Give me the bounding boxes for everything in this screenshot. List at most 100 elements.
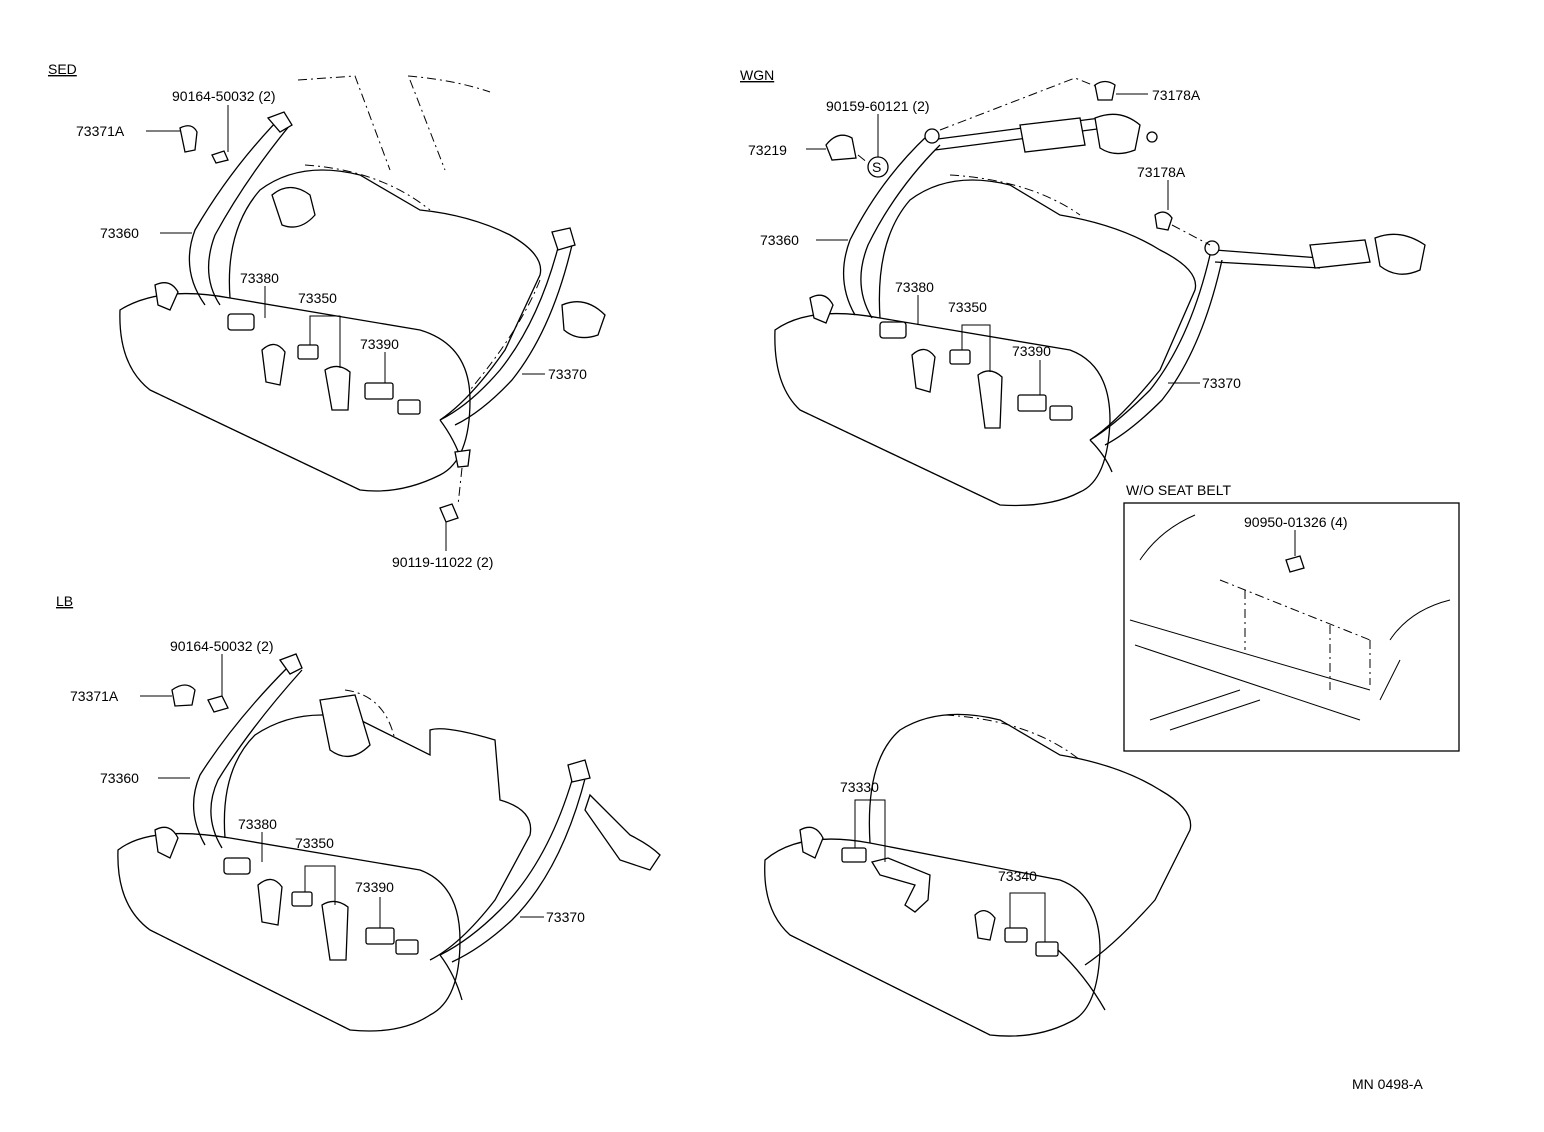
label-lb-73350: 73350 bbox=[295, 835, 334, 851]
wgn-clip-dash bbox=[1171, 224, 1211, 246]
wgn-right-guide bbox=[1309, 239, 1371, 269]
wgn-left-floor-anchor bbox=[809, 294, 834, 324]
lap-back-top bbox=[944, 714, 1081, 761]
label-lb-73370: 73370 bbox=[546, 909, 585, 925]
label-90950-01326: 90950-01326 (4) bbox=[1244, 514, 1348, 530]
sed-buckle-73380-base bbox=[261, 343, 286, 386]
sed-left-anchor bbox=[266, 111, 293, 133]
sed-right-floor-anchor bbox=[454, 449, 471, 468]
wgn-seat-cushion bbox=[774, 312, 1111, 507]
label-90119-11022: 90119-11022 (2) bbox=[392, 554, 493, 570]
lap-buckle-73340 bbox=[1004, 927, 1028, 943]
label-90159-60121: 90159-60121 (2) bbox=[826, 98, 930, 114]
wgn-tongue bbox=[1049, 405, 1073, 421]
sed-bolt-bottom-leader bbox=[457, 467, 463, 506]
wgn-bolt-marker-letter: S bbox=[872, 159, 881, 175]
label-73178a-top: 73178A bbox=[1152, 87, 1201, 103]
sed-seat-cushion bbox=[119, 292, 471, 492]
lb-leader-buckle-b bbox=[304, 865, 336, 905]
lb-right-belt-2 bbox=[451, 774, 587, 963]
wgn-buckle-73380 bbox=[879, 321, 907, 339]
lb-buckle-73380-base bbox=[257, 878, 283, 926]
lap-buckle-73330-belt bbox=[870, 857, 931, 913]
inset-floor-lines-2 bbox=[1379, 599, 1451, 701]
sed-left-floor-anchor bbox=[154, 282, 179, 311]
section-label-sed: SED bbox=[48, 61, 77, 77]
wgn-cover-73219 bbox=[825, 134, 857, 161]
wgn-upper-retractor-pin bbox=[1146, 131, 1158, 143]
sed-seat-back bbox=[228, 169, 542, 421]
lap-seat-back bbox=[868, 713, 1192, 966]
wgn-cover-dash bbox=[857, 154, 869, 164]
sed-window-line-2 bbox=[407, 75, 491, 171]
lb-assembly: LB 9 bbox=[56, 593, 661, 1032]
lb-headrest-line bbox=[344, 689, 396, 741]
wgn-right-belt bbox=[1089, 254, 1211, 441]
lb-left-retractor bbox=[319, 694, 371, 757]
inset-bolt-dash bbox=[1219, 579, 1371, 690]
sed-buckle-73350 bbox=[297, 344, 319, 360]
section-label-wgn: WGN bbox=[740, 67, 774, 83]
lb-right-belt bbox=[439, 769, 576, 956]
inset-bolt bbox=[1285, 555, 1305, 573]
lb-right-retractor bbox=[584, 793, 661, 871]
sed-left-retractor bbox=[271, 186, 316, 228]
label-wgn-73360: 73360 bbox=[760, 232, 799, 248]
label-73370: 73370 bbox=[548, 366, 587, 382]
lb-buckle-73380 bbox=[223, 857, 251, 875]
label-73340: 73340 bbox=[998, 868, 1037, 884]
label-73371a: 73371A bbox=[76, 123, 125, 139]
sed-right-retractor bbox=[561, 301, 606, 339]
sed-buckle-73380 bbox=[227, 313, 255, 331]
wgn-leader-buckle-b bbox=[961, 324, 991, 372]
wgn-right-tail bbox=[1089, 439, 1113, 473]
wgn-buckle-73390 bbox=[1017, 394, 1047, 412]
label-wgn-73370: 73370 bbox=[1202, 375, 1241, 391]
wo-belt-lap-assembly: 73330 73340 bbox=[764, 713, 1192, 1037]
wgn-left-anchor bbox=[924, 128, 940, 144]
label-wgn-73350: 73350 bbox=[948, 299, 987, 315]
sed-cover-73371a bbox=[179, 125, 198, 153]
label-90164-50032: 90164-50032 (2) bbox=[172, 88, 276, 104]
sed-buckle-73390 bbox=[364, 382, 394, 400]
lap-buckle-73330 bbox=[841, 847, 867, 863]
lap-buckle-73340-anchor bbox=[974, 910, 996, 941]
wgn-right-retractor bbox=[1374, 233, 1426, 275]
wgn-buckle-73380-base bbox=[911, 348, 936, 393]
sed-window-line bbox=[297, 75, 391, 171]
label-73380: 73380 bbox=[240, 270, 279, 286]
inset-frame bbox=[1123, 502, 1460, 752]
lb-seat-cushion bbox=[117, 832, 461, 1032]
wgn-back-top bbox=[949, 174, 1081, 216]
wgn-right-belt-2 bbox=[1104, 259, 1223, 446]
wgn-buckle-73350-base bbox=[977, 370, 1003, 429]
sed-right-anchor bbox=[551, 227, 576, 251]
label-73219: 73219 bbox=[748, 142, 787, 158]
lap-left-floor-anchor bbox=[799, 826, 824, 859]
lb-left-anchor bbox=[278, 653, 303, 675]
sed-assembly: SED bbox=[48, 61, 606, 570]
lap-tongue bbox=[1035, 941, 1059, 957]
wgn-cushion-edge bbox=[799, 409, 1001, 506]
sed-back-top bbox=[304, 164, 431, 211]
label-73390: 73390 bbox=[360, 336, 399, 352]
wgn-left-belt bbox=[842, 134, 929, 316]
wgn-clip-73178a-right bbox=[1154, 211, 1173, 231]
sed-cushion-edge bbox=[149, 389, 361, 491]
lb-bolt-top bbox=[207, 695, 229, 713]
section-label-lb: LB bbox=[56, 593, 73, 609]
label-lb-73380: 73380 bbox=[238, 816, 277, 832]
label-lb-73390: 73390 bbox=[355, 879, 394, 895]
lb-seat-back bbox=[223, 714, 532, 961]
label-73330: 73330 bbox=[840, 779, 879, 795]
sed-right-belt bbox=[439, 239, 561, 421]
lap-right-tail bbox=[1057, 949, 1106, 1011]
lb-left-floor-anchor bbox=[154, 826, 179, 859]
sed-right-belt-2 bbox=[454, 244, 573, 426]
wgn-upper-retractor bbox=[1094, 113, 1141, 155]
label-73360: 73360 bbox=[100, 225, 139, 241]
lb-tongue bbox=[395, 939, 419, 955]
wgn-assembly: WGN bbox=[740, 67, 1426, 507]
lap-leader-73330 bbox=[854, 799, 886, 862]
